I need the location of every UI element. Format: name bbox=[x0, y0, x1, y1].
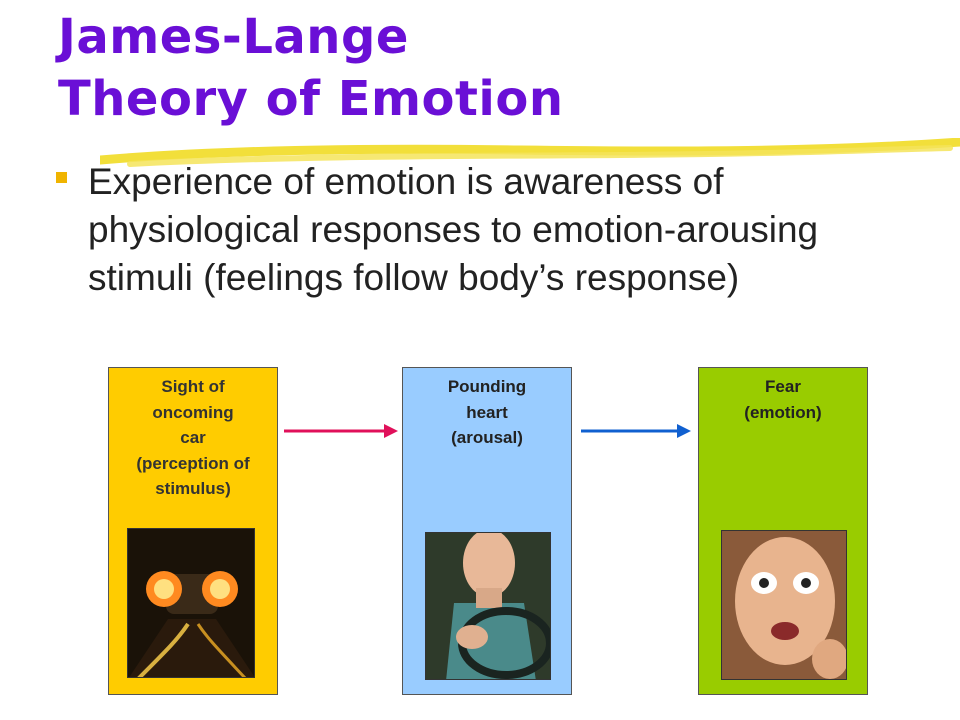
emotion-box: Fear (emotion) bbox=[698, 367, 868, 695]
arousal-caption: Pounding heart (arousal) bbox=[447, 377, 527, 447]
emotion-caption: Fear (emotion) bbox=[744, 377, 822, 422]
title-highlight-stroke bbox=[100, 138, 960, 167]
slide-title-line-2: Theory of Emotion bbox=[58, 71, 564, 127]
arrow-right-icon bbox=[284, 424, 398, 438]
arrow-right-icon bbox=[581, 424, 691, 438]
slide-title: James-Lange Theory of Emotion bbox=[58, 6, 564, 130]
car-headlights-night-image bbox=[127, 528, 255, 678]
bullet-point: Experience of emotion is awareness of ph… bbox=[52, 158, 912, 302]
bullet-text: Experience of emotion is awareness of ph… bbox=[88, 161, 819, 298]
frightened-face-image bbox=[721, 530, 847, 680]
stimulus-caption: Sight of oncoming car (perception of sti… bbox=[136, 377, 250, 498]
man-clutching-chest-driving-image bbox=[425, 532, 551, 680]
slide-title-line-1: James-Lange bbox=[58, 9, 409, 65]
stimulus-box: Sight of oncoming car (perception of sti… bbox=[108, 367, 278, 695]
square-bullet-icon bbox=[56, 172, 67, 183]
arousal-box: Pounding heart (arousal) bbox=[402, 367, 572, 695]
